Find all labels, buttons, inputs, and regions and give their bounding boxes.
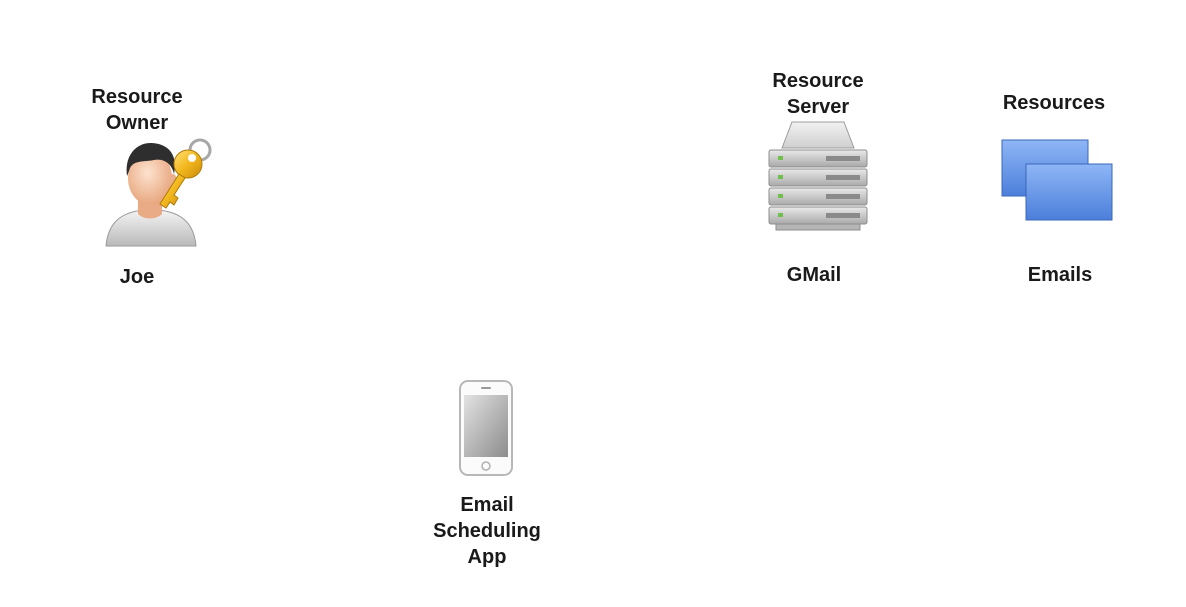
client-line2: Scheduling — [433, 520, 541, 542]
server-rack-icon — [766, 118, 870, 236]
owner-role-line1: Resource — [91, 86, 183, 108]
smartphone-icon — [458, 379, 514, 477]
server-role-line2: Server — [786, 96, 850, 118]
client-line3: App — [467, 546, 507, 568]
server-name: GMail — [786, 264, 842, 286]
client-line1: Email — [460, 494, 514, 516]
owner-name: Joe — [119, 266, 155, 288]
resources-name: Emails — [1027, 264, 1093, 286]
user-with-key-icon — [100, 134, 218, 252]
owner-role-line2: Owner — [105, 112, 169, 134]
resources-role: Resources — [1002, 92, 1106, 114]
stacked-documents-icon — [1000, 138, 1116, 224]
server-role-line1: Resource — [772, 70, 864, 92]
